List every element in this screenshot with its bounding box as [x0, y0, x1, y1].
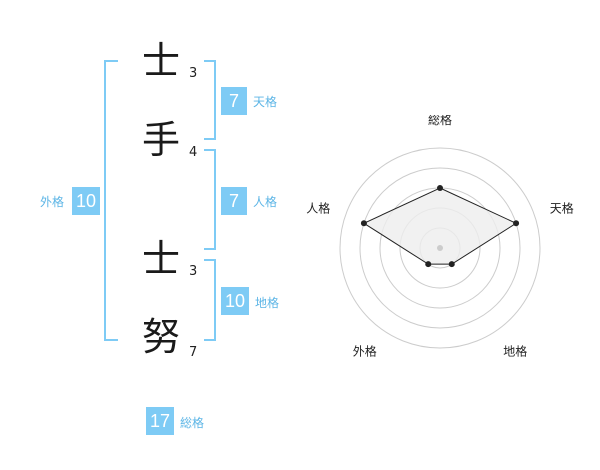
name-char-3: 士	[142, 237, 181, 281]
radar-points	[360, 185, 520, 268]
jinkaku-value: 7	[221, 187, 247, 215]
chikaku-bracket	[204, 259, 216, 341]
name-char-2: 手	[142, 118, 181, 162]
soukaku-value: 17	[146, 407, 174, 435]
name-char-4: 努	[142, 315, 181, 359]
tenkaku-value: 7	[221, 87, 247, 115]
tenkaku-bracket	[204, 60, 216, 140]
radar-axis-label-2: 天格	[550, 200, 574, 215]
radar-axis-label-3: 地格	[503, 344, 527, 359]
radar-ring	[359, 167, 521, 329]
chikaku-label: 地格	[255, 296, 280, 310]
stroke-count-3: 3	[189, 264, 198, 279]
gaikaku-bracket	[104, 60, 118, 341]
radar-point-4	[425, 261, 432, 268]
radar-point-1	[437, 185, 443, 191]
name-char-1: 士	[142, 39, 181, 83]
soukaku-label: 総格	[180, 416, 205, 430]
stroke-count-2: 4	[189, 145, 198, 160]
tenkaku-label: 天格	[253, 95, 278, 109]
radar-center-dot	[437, 245, 443, 251]
jinkaku-label: 人格	[253, 195, 278, 209]
radar-point-5	[360, 220, 367, 227]
radar-point-2	[513, 220, 520, 227]
radar-point-3	[448, 261, 455, 268]
stroke-count-1: 3	[189, 66, 198, 81]
radar-value-polygon	[362, 187, 518, 265]
chikaku-value: 10	[221, 287, 249, 315]
radar-axis-label-5: 人格	[306, 200, 330, 215]
gaikaku-value: 10	[72, 187, 100, 215]
radar-axis-label-1: 総格	[428, 115, 452, 127]
gaikaku-label: 外格	[40, 195, 65, 209]
jinkaku-bracket	[204, 149, 216, 250]
stroke-count-4: 7	[189, 345, 198, 360]
radar-axis-label-4: 外格	[353, 344, 377, 359]
